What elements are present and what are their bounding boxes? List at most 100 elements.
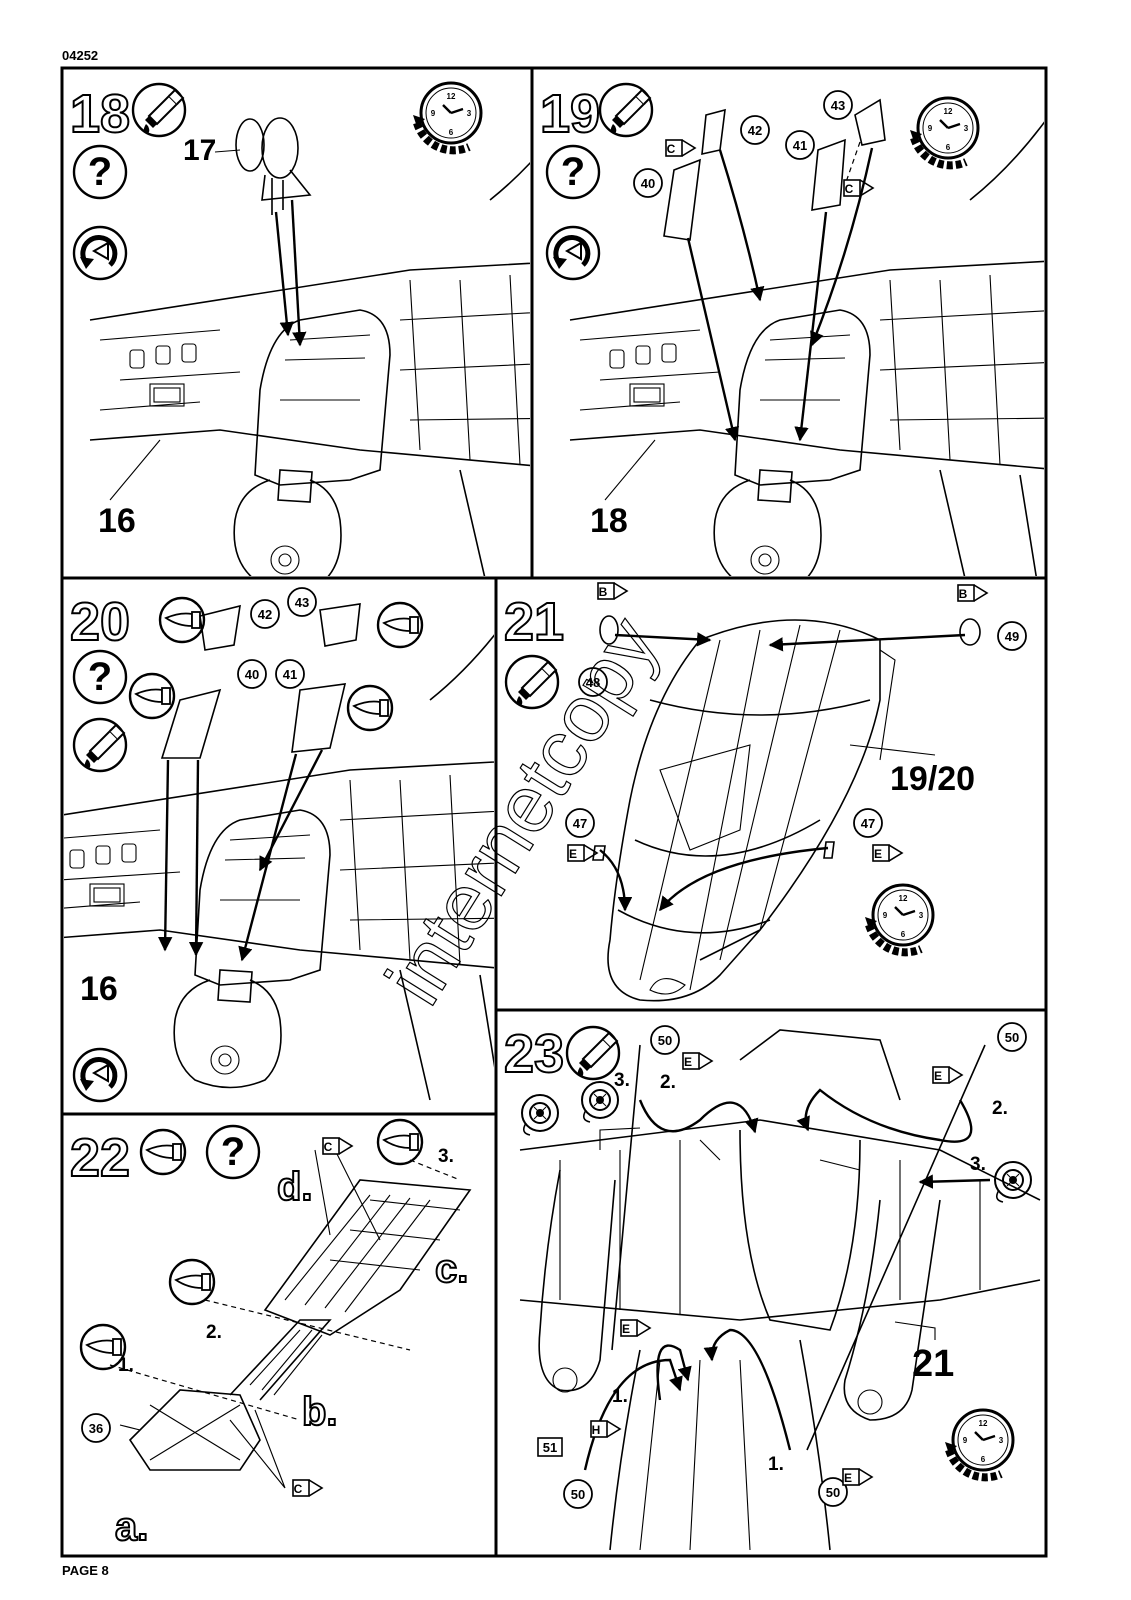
question-mark-icon (72, 144, 128, 200)
step-seq-1: 1. (612, 1386, 628, 1407)
glue-tube-icon (72, 717, 128, 773)
callout-42: 42 (748, 123, 762, 138)
hobby-knife-icon (128, 672, 176, 720)
reference-19-20: 19/20 (890, 760, 975, 798)
callout-47: 47 (861, 816, 875, 831)
sprue-tag-e: E (874, 847, 882, 861)
part-18-label: 18 (590, 502, 628, 540)
question-mark-icon (205, 1124, 261, 1180)
step-number: 20 (70, 592, 130, 652)
clock-icon (910, 98, 978, 165)
callout-49: 49 (1005, 629, 1019, 644)
clock-icon (945, 1410, 1013, 1477)
hobby-knife-icon (139, 1128, 187, 1176)
callout-50: 50 (1005, 1030, 1019, 1045)
callout-48: 48 (586, 675, 600, 690)
step-seq-1: 1. (768, 1454, 784, 1475)
sprue-tag-e: E (844, 1471, 852, 1485)
clock-icon (413, 83, 481, 150)
step-seq-3: 3. (614, 1070, 630, 1091)
step-19: 19 42 43 41 40 C C 18 (539, 82, 1044, 576)
rotate-model-icon (74, 1049, 126, 1101)
callout-50: 50 (826, 1485, 840, 1500)
rotate-model-icon (74, 227, 126, 279)
part-17-label: 17 (183, 134, 216, 167)
sprue-tag-b: B (959, 587, 968, 601)
part-41-shape (811, 138, 846, 211)
page-number: PAGE 8 (62, 1563, 109, 1578)
sub-label-a: a. (115, 1505, 148, 1549)
step-18: 18 17 16 (69, 82, 530, 576)
hobby-knife-icon (376, 601, 424, 649)
callout-43: 43 (295, 595, 309, 610)
callout-36: 36 (89, 1421, 103, 1436)
step-seq-2: 2. (206, 1322, 222, 1343)
part-16-label: 16 (98, 502, 136, 540)
aircraft-underside-drawing (519, 1029, 1041, 1551)
landing-gear-wheel (235, 117, 312, 215)
step-seq-2: 2. (992, 1098, 1008, 1119)
sprue-tag-b: B (599, 585, 608, 599)
callout-40: 40 (641, 176, 655, 191)
part-43-shape (854, 98, 886, 146)
step-number: 19 (540, 84, 600, 144)
hobby-knife-icon (346, 684, 394, 732)
question-mark-icon (545, 144, 601, 200)
step-22: 22 1. 2. 3. a. b. c. d. 36 C C (69, 1118, 472, 1550)
callout-47: 47 (573, 816, 587, 831)
thread-spool-icon (581, 1081, 619, 1123)
hobby-knife-icon (376, 1118, 424, 1166)
rotate-model-icon (547, 227, 599, 279)
callout-40: 40 (245, 667, 259, 682)
sub-label-c: c. (435, 1247, 468, 1291)
step-21: 21 B B E E 48 49 47 47 19/20 (503, 582, 1027, 1002)
callout-41: 41 (283, 667, 297, 682)
sprue-tag-c: C (845, 182, 854, 196)
thread-spool-icon (994, 1161, 1032, 1203)
glue-tube-icon (131, 82, 187, 138)
glue-tube-icon (565, 1025, 621, 1081)
sprue-tag-h: H (592, 1423, 601, 1437)
sprue-tag-e: E (622, 1322, 630, 1336)
callout-41: 41 (793, 138, 807, 153)
callout-42: 42 (258, 607, 272, 622)
step-number: 23 (504, 1024, 564, 1084)
hobby-knife-icon (168, 1258, 216, 1306)
step-number: 21 (504, 592, 564, 652)
part-43-shape (319, 603, 361, 647)
part-42-shape (701, 108, 726, 156)
wing-nacelle-drawing (89, 99, 530, 576)
part-16-label: 16 (80, 970, 118, 1008)
step-seq-1: 1. (118, 1355, 134, 1376)
thread-spool-icon (521, 1094, 559, 1136)
sprue-tag-c: C (324, 1140, 333, 1154)
step-number: 22 (70, 1128, 130, 1188)
part-40-shape (663, 158, 701, 241)
hobby-knife-icon (158, 596, 206, 644)
step-20-frame (60, 576, 498, 1116)
step-seq-3: 3. (438, 1146, 454, 1167)
sprue-tag-c: C (294, 1482, 303, 1496)
document-code: 04252 (62, 48, 99, 63)
callout-50: 50 (571, 1487, 585, 1502)
bomb-bay-part-drawing (128, 1179, 472, 1471)
step-number: 18 (70, 84, 130, 144)
part-42-shape (199, 604, 241, 651)
clock-icon (865, 885, 933, 952)
question-mark-icon (72, 649, 128, 705)
part-40-shape (160, 688, 222, 759)
step-23-frame (494, 1008, 1048, 1558)
sprue-tag-e: E (569, 847, 577, 861)
callout-50: 50 (658, 1033, 672, 1048)
sprue-tag-e: E (934, 1069, 942, 1083)
callout-51: 51 (543, 1440, 557, 1455)
sub-label-d: d. (277, 1165, 313, 1209)
sprue-tag-e: E (684, 1055, 692, 1069)
step-20: 20 42 43 40 41 16 (64, 587, 494, 1101)
part-41-shape (291, 683, 347, 753)
engine-nacelle-drawing (607, 619, 896, 1002)
sub-label-b: b. (302, 1390, 338, 1434)
part-21-label: 21 (912, 1343, 954, 1385)
sprue-tag-c: C (667, 142, 676, 156)
